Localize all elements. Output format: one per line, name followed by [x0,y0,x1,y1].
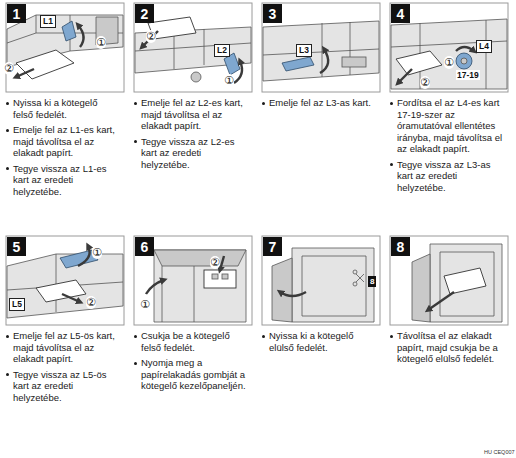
step-text: Csukja be a kötegelő felső fedelét. Nyomj… [134,330,248,396]
node-text: L3 [299,46,309,55]
node-text: 7 [269,240,277,254]
bullet-item: Tegye vissza az L5-ös kart az eredeti he… [6,369,120,404]
step-illustration [262,3,380,92]
instruction-text: Emelje fel az L2-es kart, majd távolítsa… [141,97,243,131]
callout-number: ① [444,56,454,69]
lever-label: L2 [214,44,230,57]
instruction-text: Tegye vissza az L1-es kart az eredeti he… [13,163,106,197]
node-text: 8 [397,240,405,254]
node-text: L1 [43,17,53,26]
bullet-item: Csukja be a kötegelő felső fedelét. [134,330,248,353]
step-number: 1 [7,4,26,23]
step-illustration [6,3,124,92]
node-text: 2 [141,7,149,21]
bullet [134,335,137,338]
node-text: 1 [13,7,21,21]
callout-number: ② [210,256,220,269]
step-illustration [390,3,508,92]
bullet [6,129,9,132]
callout-number: ① [224,74,234,87]
bullet-item: Tegye vissza az L1-es kart az eredeti he… [6,163,120,198]
lever-label: L1 [40,15,56,28]
lever-label: L3 [296,44,312,57]
instruction-text: Emelje fel az L1-es kart, majd távolítsa… [13,124,115,158]
instruction-text: Fordítsa el az L4-es kart 17-19-szer az … [397,97,502,154]
bullet [6,167,9,170]
instruction-text: Nyissa ki a kötegelő elülső fedelét. [269,330,353,353]
instruction-text: Tegye vissza az L2-es kart az eredeti he… [141,136,234,170]
bullet-item: Emelje fel az L1-es kart, majd távolítsa… [6,124,120,159]
bullet [390,335,393,338]
instruction-text: Nyissa ki a kötegelő felső fedelét. [13,97,97,120]
step-illustration [390,236,508,325]
node-text: 3 [269,7,277,21]
bullet [6,373,9,376]
callout-number: ② [4,62,14,75]
bullet-item: Emelje fel az L2-es kart, majd távolítsa… [134,97,248,132]
callout-number: ② [146,30,156,43]
step-text: Emelje fel az L5-ös kart, majd távolítsa… [6,330,120,407]
bullet-item: Tegye vissza az L2-es kart az eredeti he… [134,136,248,171]
bullet-item: Nyomja meg a papírelakadás gombját a köt… [134,357,248,392]
instruction-text: Csukja be a kötegelő felső fedelét. [141,330,230,353]
bullet-item: Nyissa ki a kötegelő felső fedelét. [6,97,120,120]
step-number: 2 [135,4,154,23]
icon-number: 8 [368,276,376,287]
bullet [134,140,137,143]
bullet [390,102,393,105]
step-text: Emelje fel az L3-as kart. [262,97,376,113]
instruction-text: Tegye vissza az L3-as kart az eredeti he… [397,159,490,193]
step-number: 6 [135,237,154,256]
instruction-text: Távolítsa el az elakadt papírt, majd csu… [397,330,498,364]
callout-number: ① [96,36,106,49]
bullet-item: Emelje fel az L3-as kart. [262,97,376,109]
instruction-text: Emelje fel az L5-ös kart, majd távolítsa… [13,330,115,364]
callout-number: ① [92,246,102,259]
rotation-count: 17-19 [456,70,480,80]
bullet [134,362,137,365]
node-text: L4 [479,42,489,51]
bullet-item: Emelje fel az L5-ös kart, majd távolítsa… [6,330,120,365]
step-illustration [6,236,124,325]
instruction-text: Tegye vissza az L5-ös kart az eredeti he… [13,369,106,403]
step-text: Fordítsa el az L4-es kart 17-19-szer az … [390,97,504,197]
step-number: 7 [263,237,282,256]
step-text: Távolítsa el az elakadt papírt, majd csu… [390,330,504,369]
step-text: Emelje fel az L2-es kart, majd távolítsa… [134,97,248,174]
bullet-item: Távolítsa el az elakadt papírt, majd csu… [390,330,504,365]
step-number: 4 [391,4,410,23]
bullet-item: Fordítsa el az L4-es kart 17-19-szer az … [390,97,504,155]
step-number: 8 [391,237,410,256]
step-illustration [262,236,380,325]
node-text: 5 [13,240,21,254]
bullet-item: Tegye vissza az L3-as kart az eredeti he… [390,159,504,194]
bullet [134,102,137,105]
node-text: 4 [397,7,405,21]
callout-number: ② [86,296,96,309]
step-text: Nyissa ki a kötegelő elülső fedelét. [262,330,376,357]
step-illustration [134,3,252,92]
figure-code: HU CEQ007 [484,449,515,455]
node-text: L2 [217,46,227,55]
node-text: L5 [12,300,22,309]
lever-label: L4 [476,40,492,53]
step-illustration [134,236,252,325]
instruction-text: Emelje fel az L3-as kart. [269,97,371,108]
callout-number: ② [420,76,430,89]
bullet [6,102,9,105]
instruction-text: Nyomja meg a papírelakadás gombját a köt… [141,357,246,391]
step-number: 3 [263,4,282,23]
step-number: 5 [7,237,26,256]
step-text: Nyissa ki a kötegelő felső fedelét. Emelj… [6,97,120,201]
node-text: 6 [141,240,149,254]
lever-label: L5 [9,298,25,311]
bullet [262,335,265,338]
bullet [6,335,9,338]
bullet-item: Nyissa ki a kötegelő elülső fedelét. [262,330,376,353]
callout-number: ① [140,298,150,311]
bullet [390,163,393,166]
bullet [262,102,265,105]
